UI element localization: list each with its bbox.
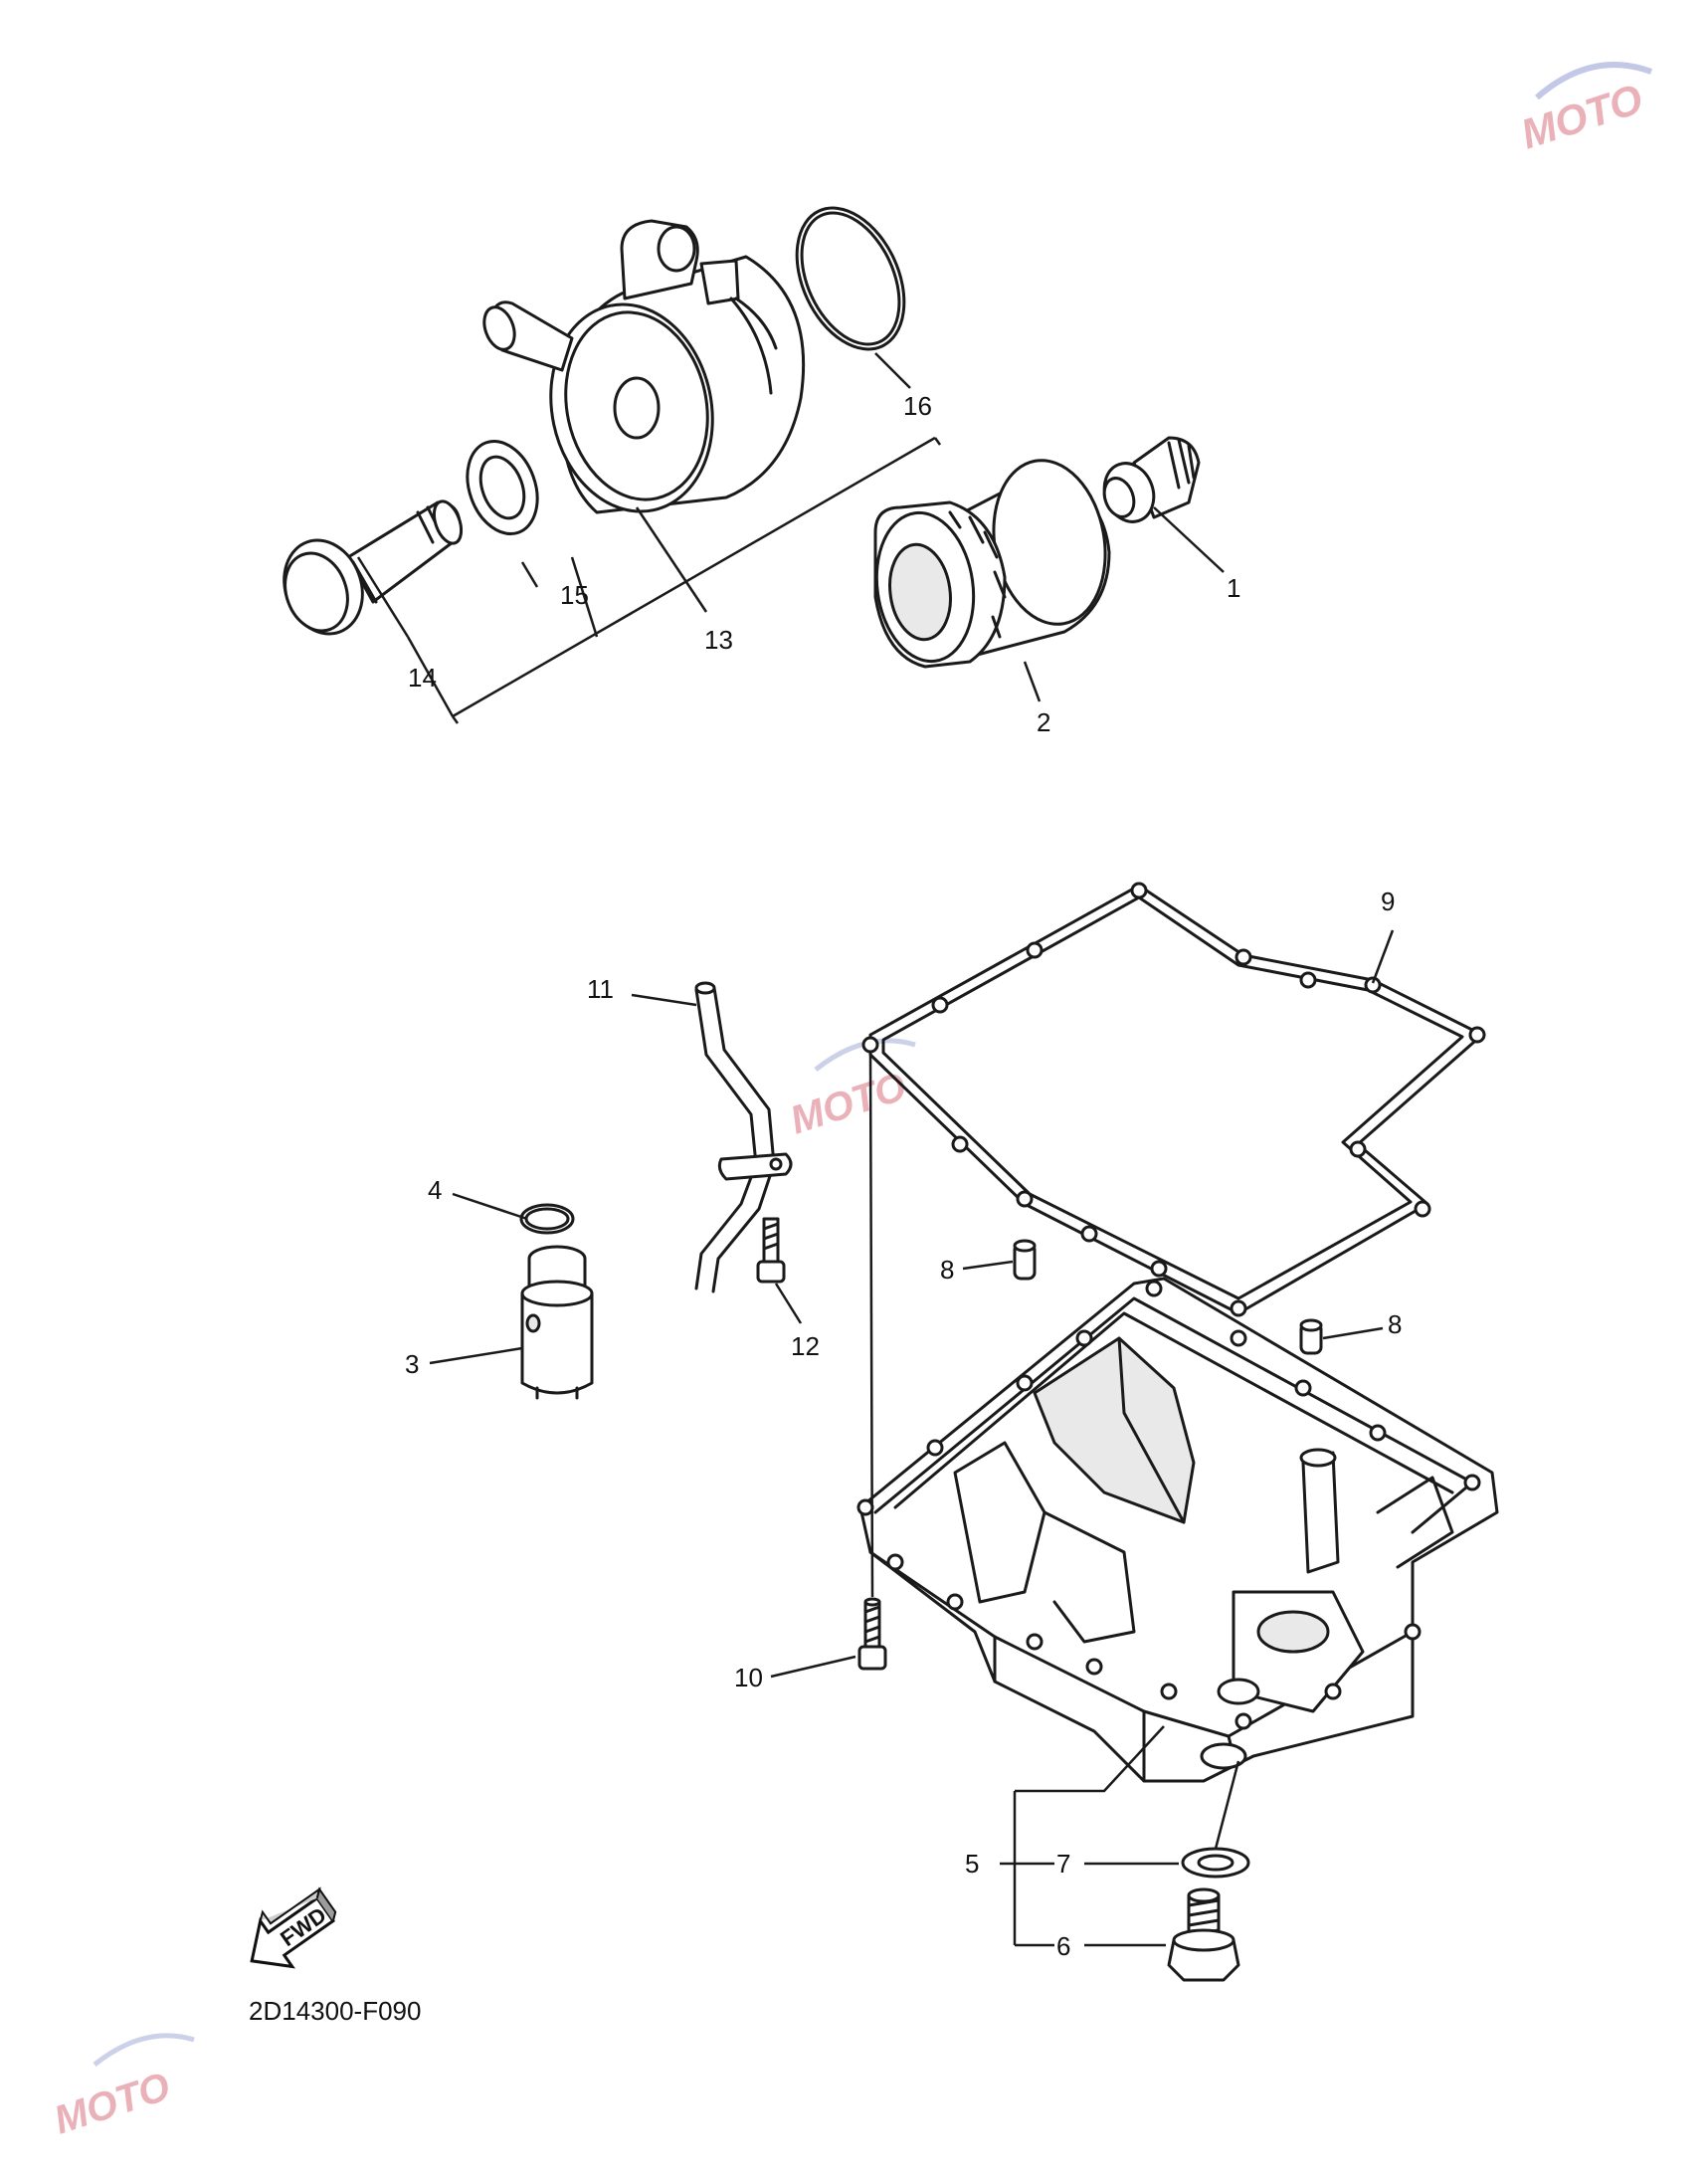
callout-4: 4 xyxy=(428,1175,442,1205)
callout-15: 15 xyxy=(560,580,589,610)
callout-14: 14 xyxy=(408,663,437,693)
callout-7: 7 xyxy=(1056,1849,1070,1879)
part-8-dowel-pin-right xyxy=(1299,1318,1323,1355)
watermark-logo-top-right: MOTO xyxy=(1515,62,1653,158)
diagram-code: 2D14300-F090 xyxy=(249,1996,421,2026)
part-4-o-ring xyxy=(519,1203,575,1235)
part-14-union-bolt xyxy=(283,499,464,636)
part-7-washer xyxy=(1181,1847,1250,1879)
part-10-bolt xyxy=(857,1597,887,1671)
watermark-logo-center: MOTO xyxy=(785,1038,916,1143)
callout-6: 6 xyxy=(1056,1931,1070,1961)
callout-8-left: 8 xyxy=(940,1255,954,1285)
part-6-drain-bolt xyxy=(1167,1887,1240,1982)
watermark-text: MOTO xyxy=(49,2065,175,2143)
callout-8-right: 8 xyxy=(1388,1309,1402,1339)
fwd-arrow-icon: FWD xyxy=(250,1886,337,1969)
callout-11: 11 xyxy=(587,974,614,1004)
part-2-oil-filter xyxy=(873,459,1111,669)
part-3-relief-valve xyxy=(520,1245,594,1400)
part-11-pipe xyxy=(694,981,793,1293)
callout-1: 1 xyxy=(1227,573,1240,603)
callout-13: 13 xyxy=(704,625,733,655)
part-8-dowel-pin-left xyxy=(1013,1239,1037,1281)
part-13-oil-cooler xyxy=(482,219,806,514)
part-16-o-ring xyxy=(795,206,906,351)
part-12-bolt xyxy=(756,1217,786,1284)
part-9-gasket xyxy=(861,882,1486,1317)
part-15-washer xyxy=(466,440,539,535)
watermark-text: MOTO xyxy=(1515,75,1648,157)
watermark-logo-bottom-left: MOTO xyxy=(49,2033,195,2143)
callout-16: 16 xyxy=(903,391,932,421)
callout-9: 9 xyxy=(1381,887,1395,916)
oil-pan xyxy=(856,1277,1499,1783)
callout-labels: 1 2 3 4 5 6 7 8 8 9 10 11 12 13 14 15 16 xyxy=(405,391,1402,1961)
callout-5: 5 xyxy=(965,1849,979,1879)
callout-2: 2 xyxy=(1037,707,1050,737)
part-1-fitting xyxy=(1102,436,1201,523)
leader-lines xyxy=(356,352,1395,1947)
callout-12: 12 xyxy=(791,1331,820,1361)
callout-3: 3 xyxy=(405,1349,419,1379)
callout-10: 10 xyxy=(734,1663,763,1692)
